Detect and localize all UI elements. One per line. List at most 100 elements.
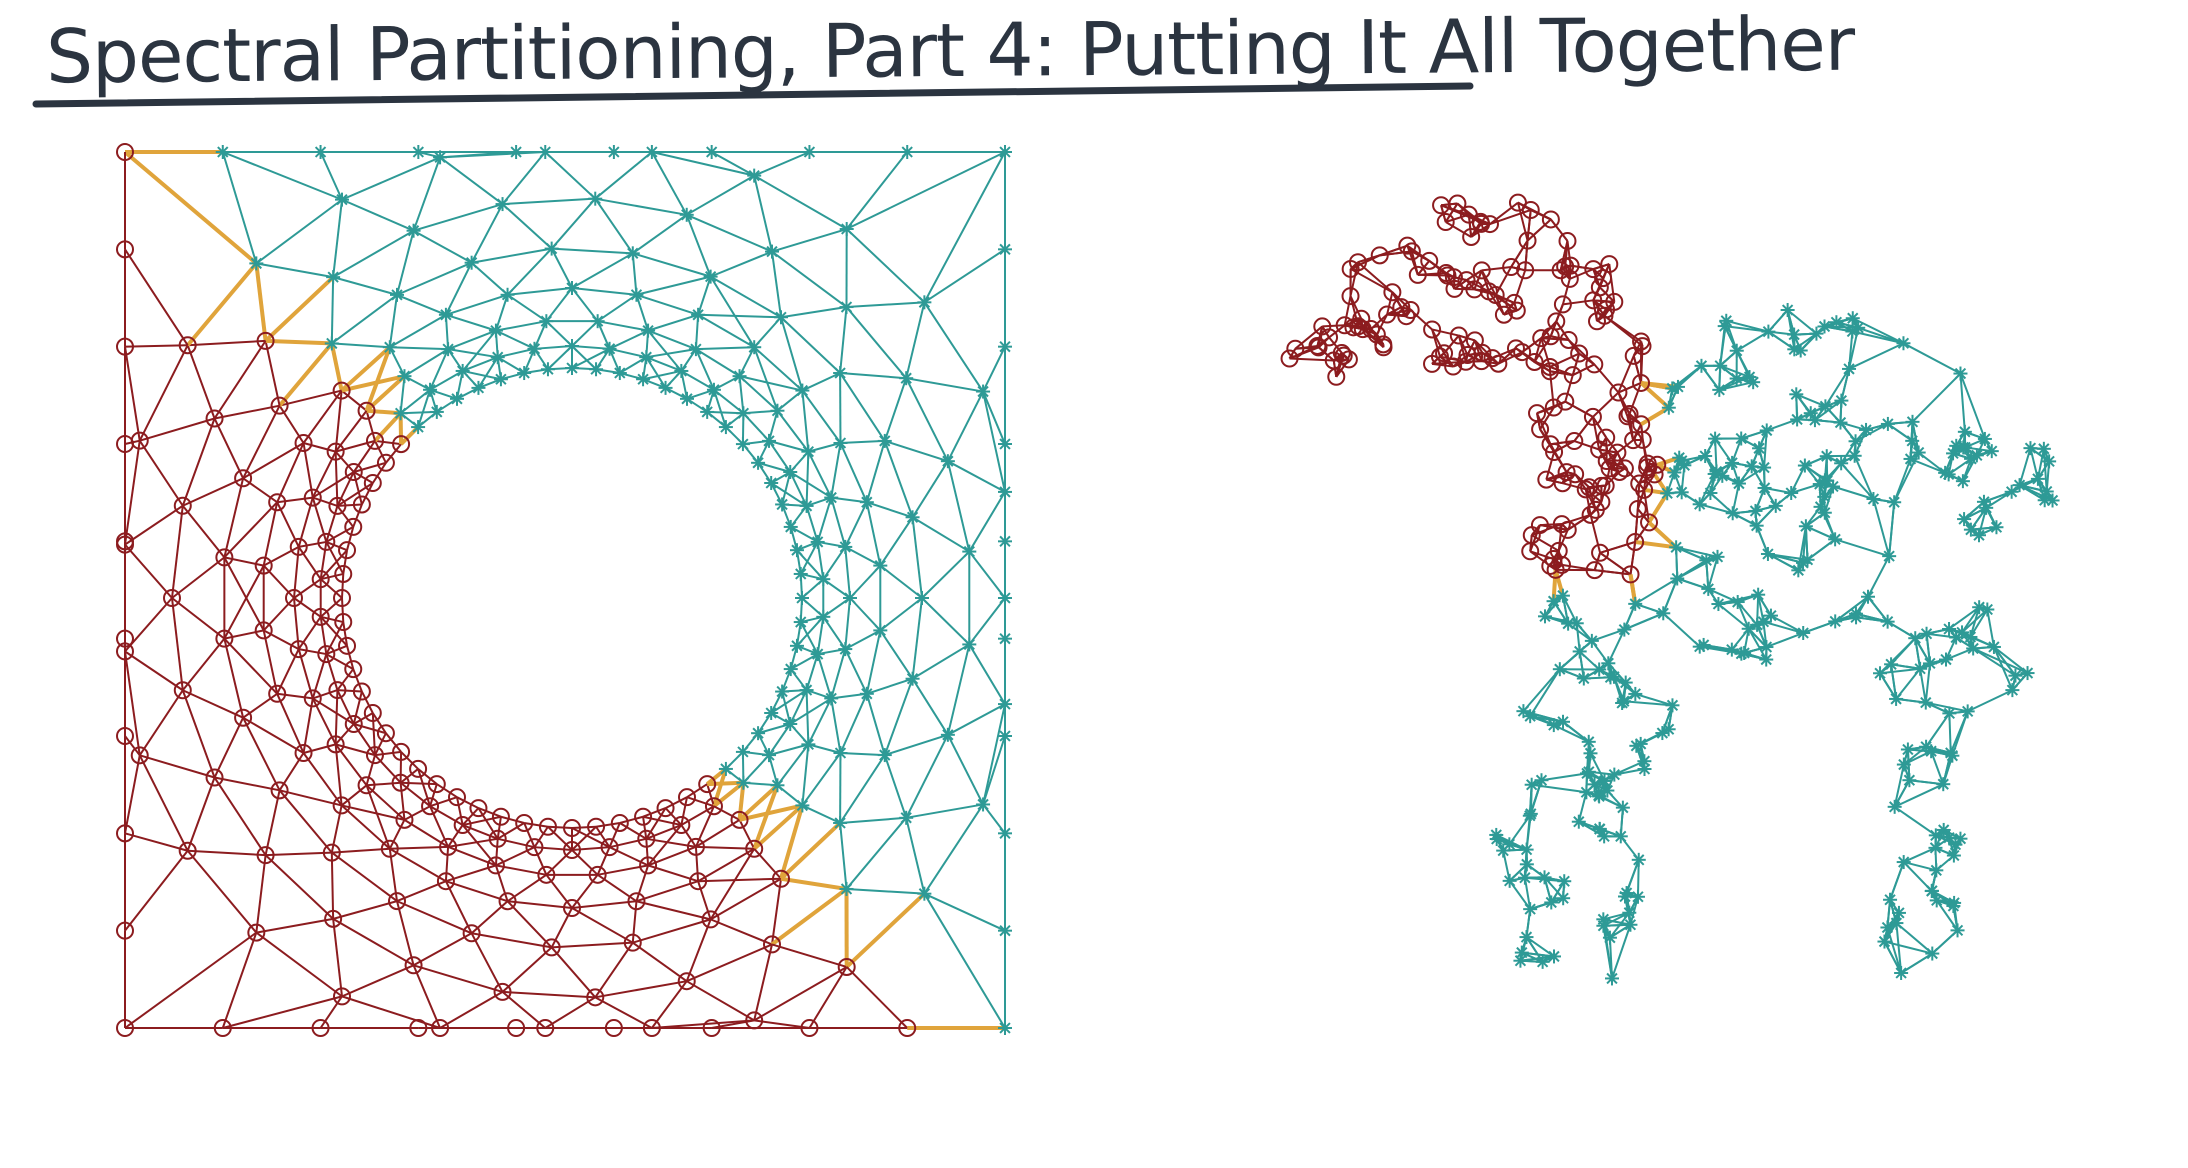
cut-edge bbox=[845, 892, 926, 969]
asterisk-node-marker bbox=[1665, 381, 1680, 396]
asterisk-node-marker bbox=[2005, 683, 2020, 698]
mesh-edge bbox=[353, 461, 387, 473]
mesh-edge bbox=[506, 247, 553, 296]
mesh-edge bbox=[214, 404, 280, 420]
circle-node-marker bbox=[178, 841, 197, 860]
mesh-edge bbox=[352, 504, 363, 528]
mesh-edge bbox=[182, 638, 226, 691]
mesh-edge bbox=[808, 966, 848, 1029]
asterisk-node-marker bbox=[1887, 495, 1902, 510]
asterisk-node-marker bbox=[1817, 473, 1832, 488]
circle-node-marker bbox=[357, 776, 376, 795]
asterisk-node-marker bbox=[1734, 431, 1749, 446]
circle-node-marker bbox=[268, 684, 287, 703]
mesh-edge bbox=[635, 865, 650, 902]
asterisk-node-marker bbox=[1877, 934, 1892, 949]
circle-node-marker bbox=[677, 972, 696, 991]
mesh-edge bbox=[182, 505, 226, 558]
asterisk-node-marker bbox=[1703, 485, 1718, 500]
asterisk-node-marker bbox=[1960, 704, 1975, 719]
mesh-edge bbox=[1925, 712, 1951, 748]
mesh-edge bbox=[507, 287, 573, 296]
mesh-edge bbox=[923, 248, 1006, 304]
asterisk-node-marker bbox=[1946, 848, 1961, 863]
mesh-edge bbox=[911, 678, 949, 736]
mesh-edge bbox=[2018, 447, 2032, 486]
asterisk-node-marker bbox=[1924, 883, 1939, 898]
asterisk-node-marker bbox=[397, 369, 412, 384]
mesh-edge bbox=[571, 846, 610, 851]
mesh-edge bbox=[1529, 668, 1561, 717]
mesh-edge bbox=[374, 750, 402, 757]
cut-edge bbox=[752, 803, 804, 851]
asterisk-node-marker bbox=[433, 150, 448, 165]
mesh-edge bbox=[302, 752, 343, 807]
mesh-edge bbox=[334, 390, 343, 452]
mesh-edge bbox=[840, 439, 885, 444]
mesh-edge bbox=[319, 549, 348, 580]
mesh-edge bbox=[346, 526, 355, 551]
mesh-edge bbox=[325, 621, 345, 655]
asterisk-node-marker bbox=[1900, 742, 1915, 757]
mesh-edge bbox=[1573, 416, 1594, 442]
mesh-edge bbox=[921, 597, 970, 646]
mesh-edge bbox=[806, 496, 832, 507]
mesh-edge bbox=[456, 796, 479, 810]
asterisk-node-marker bbox=[774, 310, 789, 325]
mesh-edge bbox=[400, 751, 419, 770]
asterisk-node-marker bbox=[1936, 777, 1951, 792]
mesh-edge bbox=[619, 822, 647, 840]
asterisk-node-marker bbox=[789, 543, 804, 558]
mesh-edge bbox=[462, 369, 502, 381]
mesh-edge bbox=[844, 597, 851, 650]
mesh-edge bbox=[697, 313, 755, 349]
mesh-edge bbox=[642, 369, 682, 381]
asterisk-node-marker bbox=[1834, 456, 1849, 471]
mesh-edge bbox=[816, 653, 833, 699]
circle-node-marker bbox=[173, 681, 192, 700]
mesh-edge bbox=[461, 329, 497, 372]
mesh-edge bbox=[334, 450, 355, 473]
circle-node-marker bbox=[365, 746, 384, 765]
mesh-edge bbox=[550, 946, 597, 998]
asterisk-node-marker bbox=[783, 662, 798, 677]
asterisk-node-marker bbox=[493, 372, 508, 387]
circle-node-marker bbox=[404, 956, 423, 975]
asterisk-node-marker bbox=[1761, 324, 1776, 339]
asterisk-node-marker bbox=[688, 342, 703, 357]
mesh-edge bbox=[124, 504, 184, 546]
mesh-edge bbox=[334, 690, 339, 745]
mesh-edge bbox=[695, 348, 715, 391]
mesh-edge bbox=[445, 293, 508, 316]
asterisk-node-marker bbox=[775, 684, 790, 699]
asterisk-node-marker bbox=[838, 539, 853, 554]
mesh-edge bbox=[1967, 689, 2013, 713]
mesh-edge bbox=[325, 505, 339, 543]
mesh-edge bbox=[642, 378, 666, 389]
cut-edge bbox=[340, 345, 392, 393]
asterisk-node-marker bbox=[917, 295, 932, 310]
mesh-edge bbox=[429, 783, 438, 807]
circle-node-marker bbox=[317, 645, 336, 664]
cut-edge bbox=[123, 150, 258, 265]
asterisk-node-marker bbox=[1519, 842, 1534, 857]
circle-node-marker bbox=[730, 810, 749, 829]
mesh-edge bbox=[181, 689, 216, 778]
asterisk-node-marker bbox=[2030, 471, 2045, 486]
asterisk-node-marker bbox=[1537, 870, 1552, 885]
asterisk-node-marker bbox=[718, 420, 733, 435]
asterisk-node-marker bbox=[1948, 837, 1963, 852]
mesh-edge bbox=[609, 837, 647, 849]
mesh-edge bbox=[685, 919, 712, 982]
mesh-edge bbox=[1357, 261, 1394, 294]
mesh-edge bbox=[264, 854, 334, 920]
asterisk-node-marker bbox=[799, 498, 814, 513]
asterisk-node-marker bbox=[1883, 892, 1898, 907]
asterisk-node-marker bbox=[1896, 757, 1911, 772]
mesh-edge bbox=[808, 442, 841, 453]
mesh-edge bbox=[905, 377, 949, 462]
mesh-edge bbox=[884, 439, 949, 463]
asterisk-node-marker bbox=[839, 222, 854, 237]
circle-node-marker bbox=[391, 773, 410, 792]
mesh-edge bbox=[214, 776, 280, 792]
